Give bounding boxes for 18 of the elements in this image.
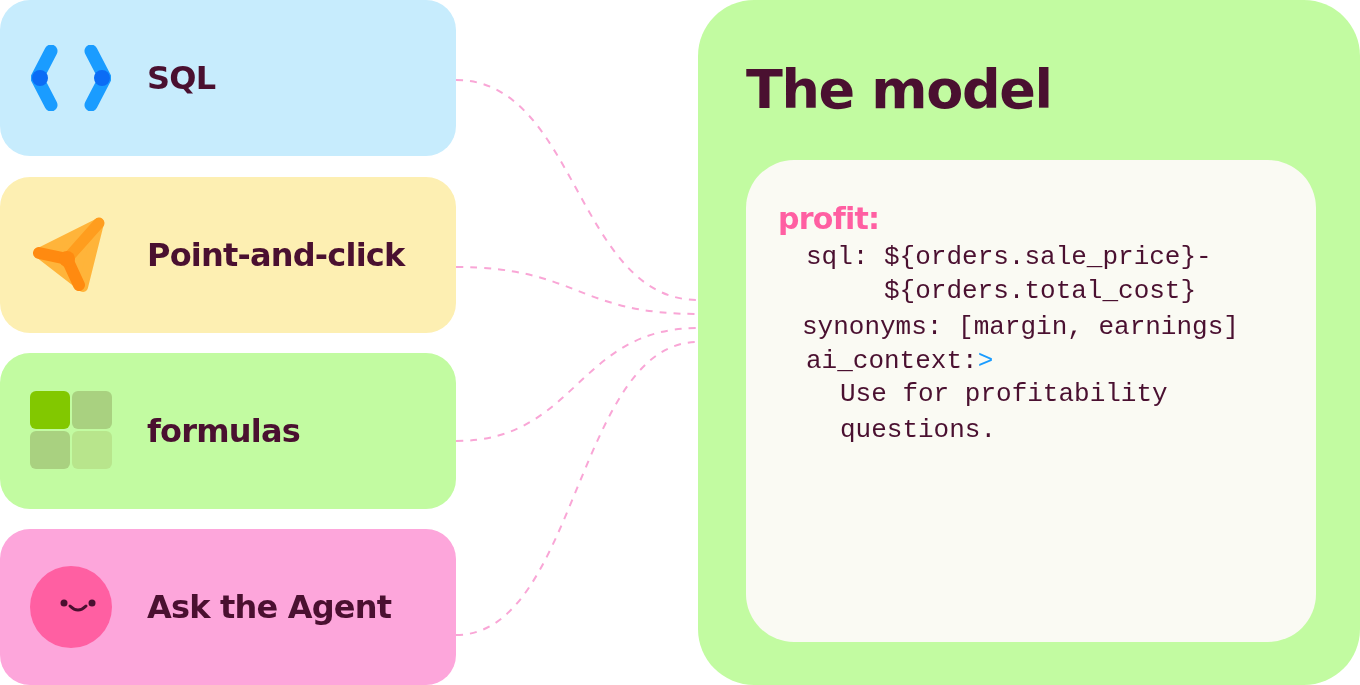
code-card	[746, 160, 1316, 642]
method-label: Point-and-click	[147, 235, 405, 276]
code-line: Use for profitability questions.	[840, 378, 1169, 447]
method-label: formulas	[147, 411, 301, 452]
method-card	[0, 529, 456, 685]
code-line: synonyms: [margin, earnings]	[802, 311, 1239, 344]
method-card	[0, 177, 456, 333]
method-card	[0, 353, 456, 509]
code-line: ai_context:	[806, 345, 978, 378]
code-symbol: >	[977, 345, 994, 378]
code-heading: profit:	[778, 200, 880, 238]
dashed-connector	[455, 327, 699, 442]
model-panel	[698, 0, 1360, 685]
method-card	[0, 0, 456, 156]
panel-title: The model	[746, 58, 1052, 122]
method-label: Ask the Agent	[147, 587, 392, 628]
dashed-connector	[455, 79, 699, 301]
method-label: SQL	[147, 58, 216, 99]
